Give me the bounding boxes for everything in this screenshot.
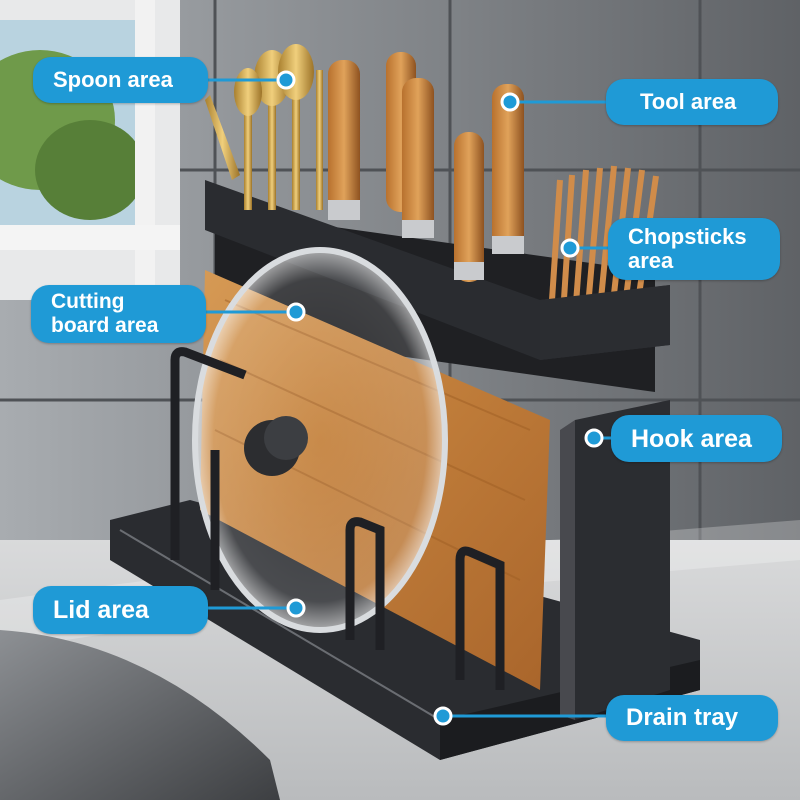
chopsticks-area-label: Chopsticks area xyxy=(608,218,780,280)
spoon-area-label: Spoon area xyxy=(33,57,208,103)
tool-area-label: Tool area xyxy=(606,79,778,125)
drain-tray-label: Drain tray xyxy=(606,695,778,741)
cutting-board-area-label: Cutting board area xyxy=(31,285,206,343)
chopsticks-holder xyxy=(540,285,670,360)
hook-area-label: Hook area xyxy=(611,415,782,462)
sink xyxy=(0,630,280,800)
knives xyxy=(328,52,524,282)
pot-lid xyxy=(192,247,448,633)
lid-holder xyxy=(170,347,505,690)
window xyxy=(0,0,180,300)
lid-area-label: Lid area xyxy=(33,586,208,634)
leader-lines xyxy=(205,70,611,726)
